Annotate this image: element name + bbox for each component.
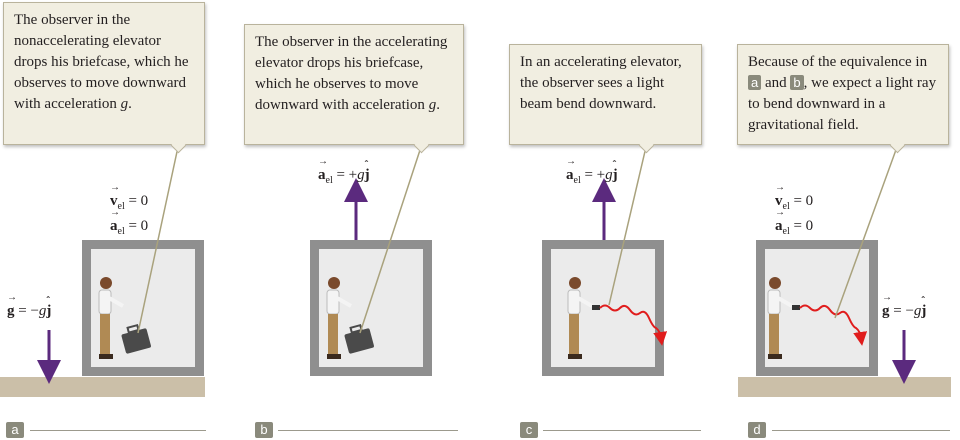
light-beam-c [599, 304, 668, 346]
eq-v-el-a: vel = 0 [110, 182, 149, 212]
panel-rule-a [30, 430, 206, 431]
briefcase-b [344, 323, 374, 354]
eq-plus: = + [336, 167, 358, 183]
ground-d [738, 377, 951, 397]
callout-d-text-3: , we expect a light ray to bend downward… [748, 75, 937, 133]
unit-j: j [613, 159, 618, 184]
observer-b [326, 277, 352, 359]
sub-el: el [117, 226, 125, 237]
callout-a-text: The observer in the nonaccelerating elev… [14, 12, 189, 112]
flashlight-c [592, 305, 600, 310]
eq-a-el-b: ael = +gj [318, 156, 370, 186]
inline-tag-a: a [748, 75, 762, 90]
panel-label-d: d [748, 422, 766, 438]
elevator-c [542, 240, 664, 376]
vec-a: a [110, 207, 119, 235]
inline-tag-b: b [790, 75, 804, 90]
sub-el: el [782, 201, 790, 212]
observer-a [98, 277, 124, 359]
eq-value: = 0 [128, 193, 149, 209]
panel-rule-d [772, 430, 950, 431]
eq-value: = 0 [128, 218, 149, 234]
panel-rule-b [278, 430, 458, 431]
eq-minus: = − [18, 303, 39, 319]
vec-v: v [110, 182, 119, 210]
callout-a: The observer in the nonaccelerating elev… [3, 2, 205, 145]
panel-label-c: c [520, 422, 538, 438]
light-beam-d [799, 304, 868, 346]
pointer-c [608, 146, 647, 306]
eq-gravity-a: g = −gj [7, 292, 51, 320]
flashlight-d [792, 305, 800, 310]
briefcase-a [121, 323, 151, 354]
callout-b-g: g [428, 97, 437, 113]
callout-b: The observer in the accelerating elevato… [244, 24, 464, 145]
callout-b-period: . [436, 97, 440, 113]
callout-d: Because of the equivalence in a and b, w… [737, 44, 949, 145]
vec-a: a [566, 156, 575, 184]
eq-a-el-d: ael = 0 [775, 207, 814, 237]
eq-minus: = − [893, 303, 914, 319]
callout-d-text-1: Because of the equivalence in [748, 54, 928, 70]
vec-a: a [775, 207, 784, 235]
vec-g: g [882, 292, 891, 320]
ground-a [0, 377, 205, 397]
g-italic: g [605, 167, 613, 183]
vec-v: v [775, 182, 784, 210]
callout-c: In an accelerating elevator, the observe… [509, 44, 702, 145]
panel-label-b: b [255, 422, 273, 438]
eq-plus: = + [584, 167, 606, 183]
unit-j: j [365, 159, 370, 184]
sub-el: el [782, 226, 790, 237]
g-italic: g [357, 167, 365, 183]
vec-g: g [7, 292, 16, 320]
eq-v-el-d: vel = 0 [775, 182, 814, 212]
vec-a: a [318, 156, 327, 184]
panel-rule-c [543, 430, 701, 431]
sub-el: el [573, 175, 581, 186]
pointer-a [137, 146, 179, 334]
observer-c [567, 277, 593, 359]
callout-c-text: In an accelerating elevator, the observe… [520, 54, 682, 112]
pointer-d [834, 146, 898, 319]
eq-a-el-c: ael = +gj [566, 156, 618, 186]
eq-gravity-d: g = −gj [882, 292, 926, 320]
callout-d-text-2: and [764, 75, 787, 91]
sub-el: el [325, 175, 333, 186]
unit-j: j [921, 295, 926, 320]
unit-j: j [46, 295, 51, 320]
callout-a-g: g [120, 96, 129, 112]
pointer-b [359, 146, 422, 334]
eq-value: = 0 [793, 193, 814, 209]
g-italic: g [38, 303, 47, 319]
eq-a-el-a: ael = 0 [110, 207, 149, 237]
callout-a-period: . [128, 96, 132, 112]
sub-el: el [117, 201, 125, 212]
eq-value: = 0 [793, 218, 814, 234]
g-italic: g [913, 303, 922, 319]
observer-d [767, 277, 793, 359]
callout-b-text: The observer in the accelerating elevato… [255, 34, 448, 113]
panel-label-a: a [6, 422, 24, 438]
